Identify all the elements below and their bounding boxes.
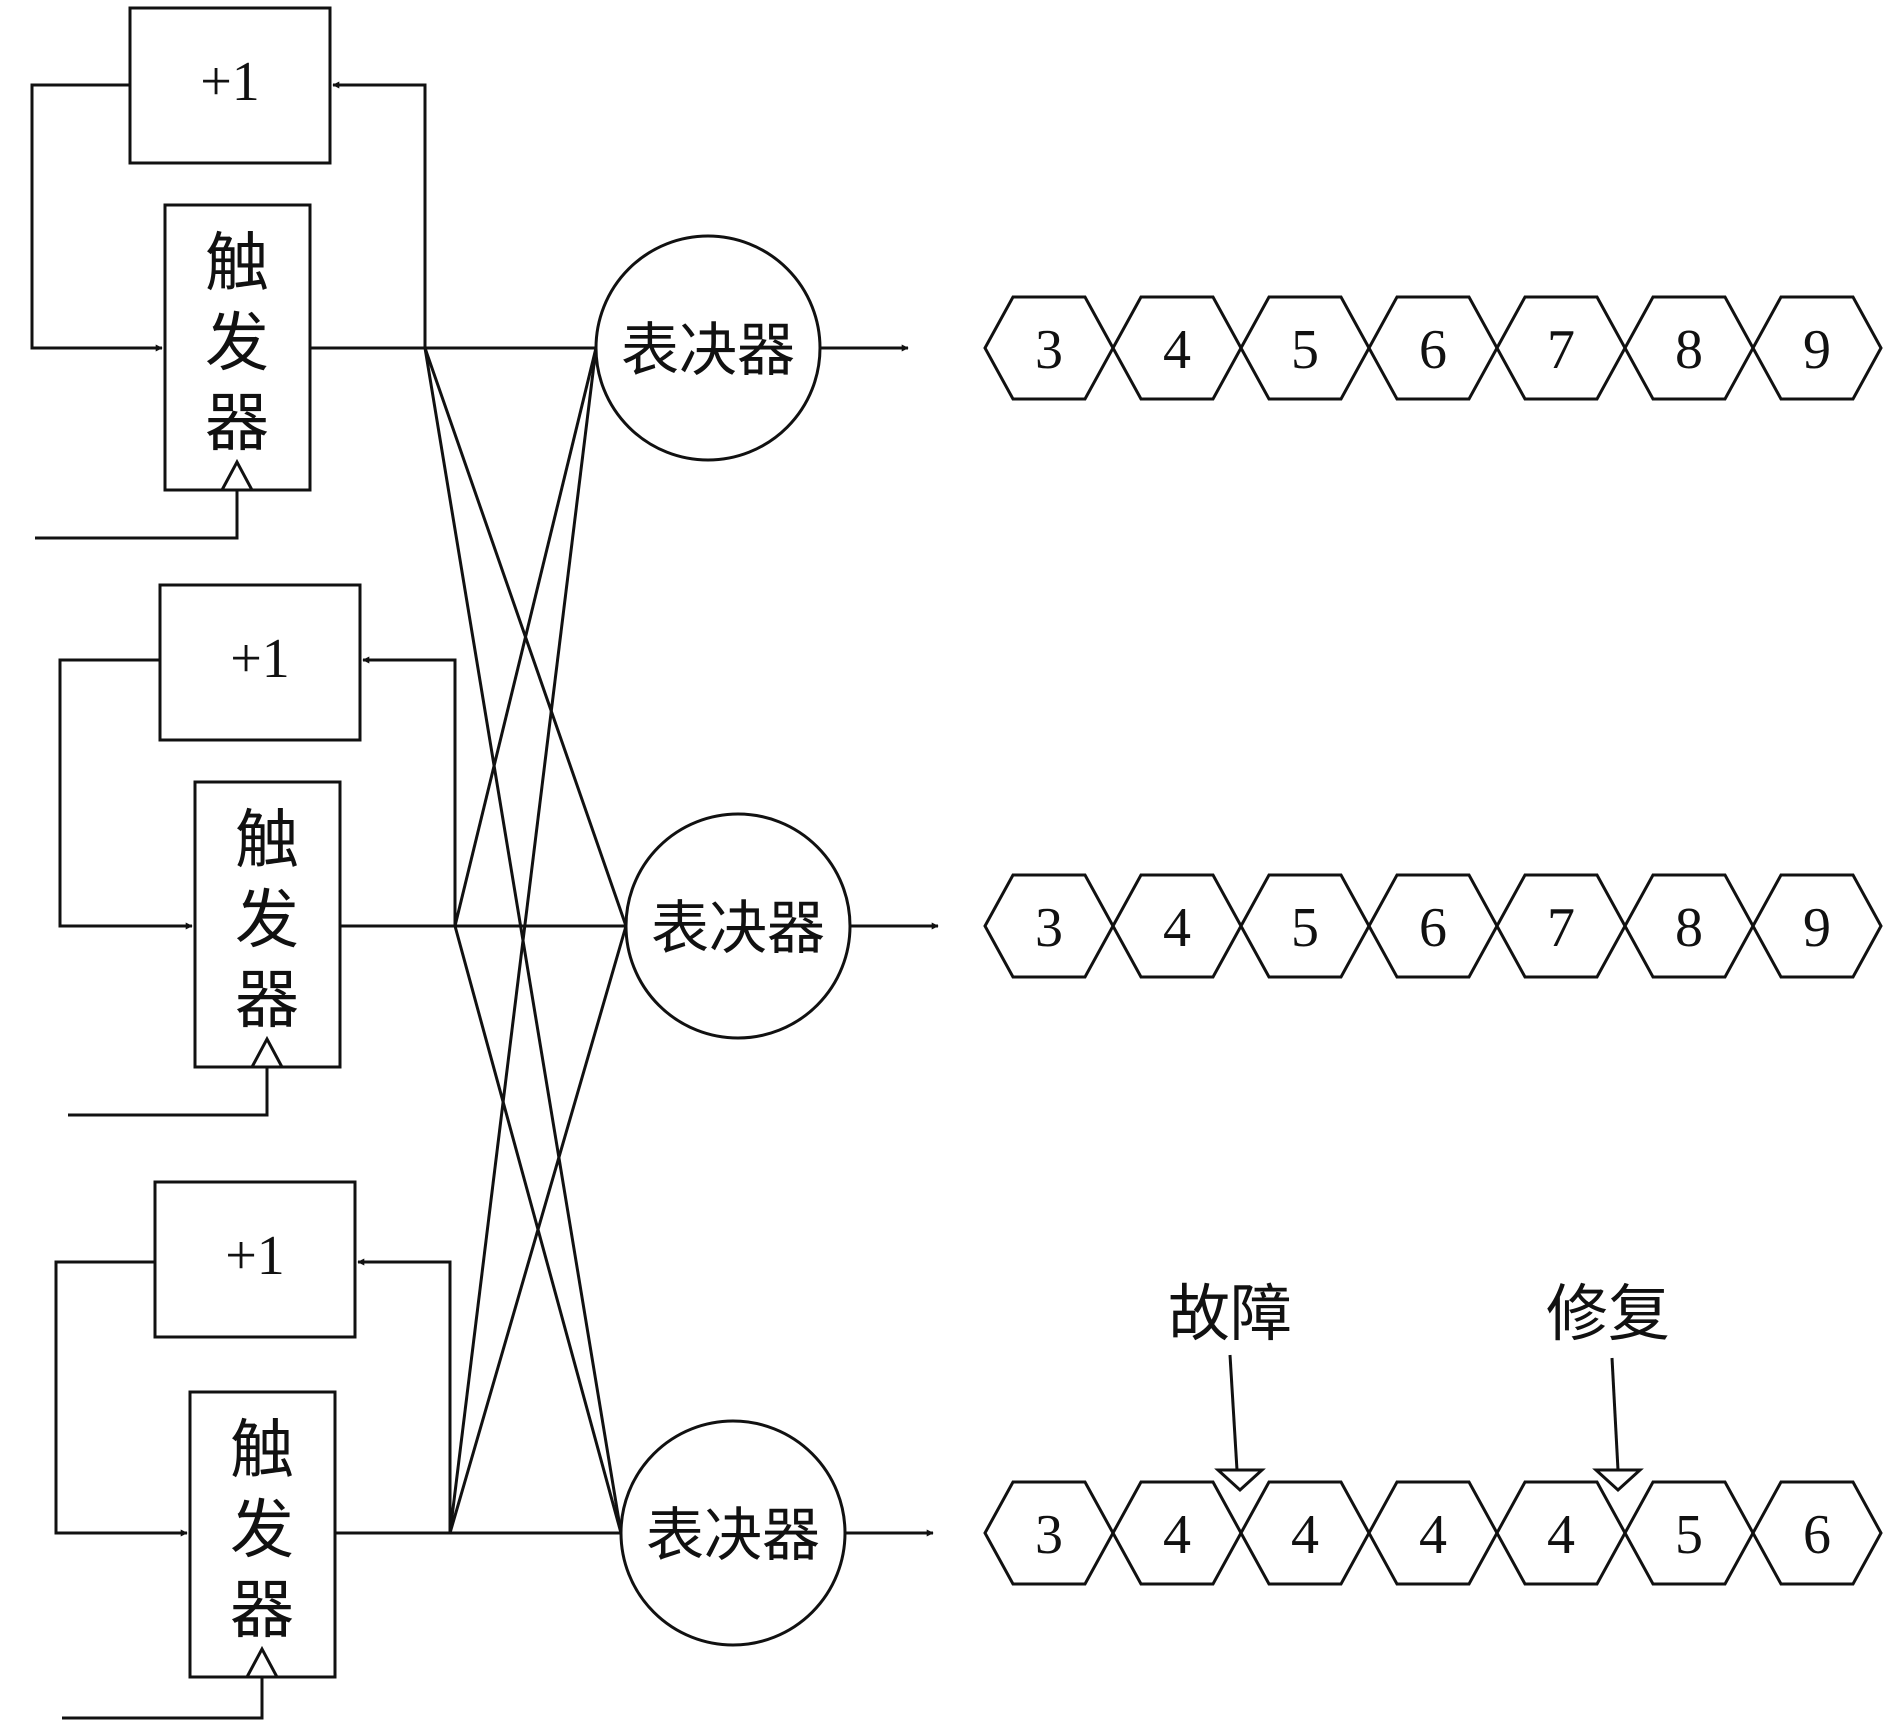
voter-label-1: 表决器: [621, 316, 795, 384]
sequence-1-value-6: 8: [1675, 319, 1703, 381]
output-sequence-3: 3 4 4 4 4 5 6: [983, 1480, 1883, 1586]
sequence-1-value-3: 5: [1291, 319, 1319, 381]
sequence-3-hexagon-7: [1751, 1480, 1883, 1586]
feedback-line-1: [30, 83, 163, 352]
clock-line-1: [35, 490, 239, 540]
sequence-1-value-1: 3: [1035, 319, 1063, 381]
flipflop-label-1b: 发: [205, 307, 269, 381]
sequence-2-value-7: 9: [1803, 897, 1831, 959]
sequence-3-value-1: 3: [1035, 1504, 1063, 1566]
increment-line-1: [310, 81, 427, 350]
flipflop-box-2: [193, 780, 342, 1069]
sequence-3-value-6: 5: [1675, 1504, 1703, 1566]
voter-label-3: 表决器: [646, 1501, 820, 1569]
module-2: +1 触 发 器: [58, 583, 626, 1117]
sequence-3-value-4: 4: [1419, 1504, 1447, 1566]
sequence-2-value-1: 3: [1035, 897, 1063, 959]
flipflop-label-3c: 器: [230, 1574, 294, 1648]
sequence-1-value-5: 7: [1547, 319, 1575, 381]
cross-3-to-voter-2: [448, 925, 628, 1534]
plus-one-label-3: +1: [225, 1225, 285, 1287]
flipflop-label-1a: 触: [205, 227, 269, 301]
increment-line-2: [340, 656, 457, 928]
plus-one-label-2: +1: [230, 628, 290, 690]
sequence-1-value-2: 4: [1163, 319, 1191, 381]
feedback-line-2: [58, 658, 193, 930]
sequence-1-hexagon-7: [1751, 295, 1883, 401]
clock-line-2: [68, 1067, 269, 1117]
repair-pointer-triangle: [1592, 1468, 1644, 1493]
sequence-1-value-7: 9: [1803, 319, 1831, 381]
plus-one-box-1: [128, 6, 332, 165]
voters: 表决器 表决器 表决器: [594, 234, 939, 1647]
sequence-2-value-2: 4: [1163, 897, 1191, 959]
plus-one-box-2: [158, 583, 362, 742]
sequence-2-hexagon-7: [1751, 873, 1883, 979]
sequence-2-value-4: 6: [1419, 897, 1447, 959]
sequence-2-value-6: 8: [1675, 897, 1703, 959]
sequence-3-value-2: 4: [1163, 1504, 1191, 1566]
feedback-line-3: [54, 1260, 188, 1537]
annotations: 故障 修复: [1168, 1277, 1670, 1493]
flipflop-label-2b: 发: [235, 884, 299, 958]
sequence-2-value-3: 5: [1291, 897, 1319, 959]
cross-connections: [423, 347, 628, 1534]
sequence-2-value-5: 7: [1547, 897, 1575, 959]
cross-3-to-voter-1: [448, 347, 598, 1534]
plus-one-box-3: [153, 1180, 357, 1339]
flipflop-box-3: [188, 1390, 337, 1679]
flipflop-box-1: [163, 203, 312, 492]
repair-pointer-line: [1610, 1357, 1620, 1471]
clock-line-3: [62, 1677, 264, 1720]
flipflop-label-1c: 器: [205, 387, 269, 461]
voter-label-2: 表决器: [651, 894, 825, 962]
fault-pointer-triangle: [1214, 1468, 1266, 1493]
output-sequence-1: 3 4 5 6 7 8 9: [983, 295, 1883, 401]
cross-2-to-voter-1: [453, 347, 598, 927]
module-1: +1 触 发 器: [30, 6, 596, 540]
output-sequence-2: 3 4 5 6 7 8 9: [983, 873, 1883, 979]
sequence-3-value-3: 4: [1291, 1504, 1319, 1566]
fault-label: 故障: [1168, 1277, 1292, 1350]
module-3: +1 触 发 器: [54, 1180, 621, 1720]
flipflop-label-3a: 触: [230, 1414, 294, 1488]
flipflop-label-2c: 器: [235, 964, 299, 1038]
repair-label: 修复: [1546, 1277, 1670, 1350]
flipflop-label-3b: 发: [230, 1494, 294, 1568]
fault-pointer-line: [1228, 1354, 1239, 1471]
sequence-3-value-7: 6: [1803, 1504, 1831, 1566]
sequence-1-value-4: 6: [1419, 319, 1447, 381]
plus-one-label-1: +1: [200, 51, 260, 113]
flipflop-label-2a: 触: [235, 804, 299, 878]
sequence-3-value-5: 4: [1547, 1504, 1575, 1566]
increment-line-3: [335, 1258, 452, 1535]
